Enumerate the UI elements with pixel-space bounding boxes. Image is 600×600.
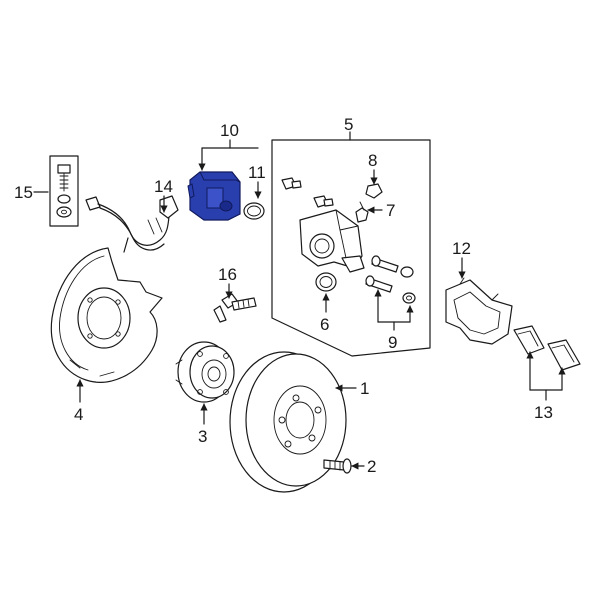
part-8-cap[interactable] <box>365 183 383 199</box>
callout-8[interactable]: 8 <box>368 151 377 170</box>
part-1-brake-rotor[interactable] <box>229 351 347 493</box>
part-10-caliper-motor[interactable] <box>187 171 241 221</box>
callout-12[interactable]: 12 <box>452 239 471 258</box>
callout-2[interactable]: 2 <box>367 457 376 476</box>
callout-14[interactable]: 14 <box>154 177 173 196</box>
caliper-body[interactable] <box>299 209 365 273</box>
callout-4[interactable]: 4 <box>74 405 83 424</box>
part-15-hardware-kit[interactable] <box>49 155 79 227</box>
part-9-guide-pins[interactable] <box>365 255 416 304</box>
part-11-o-ring[interactable] <box>243 202 265 220</box>
callout-labels: 1 2 3 4 5 6 7 8 9 10 11 12 13 14 15 16 <box>14 115 553 476</box>
callout-1[interactable]: 1 <box>360 379 369 398</box>
callout-5[interactable]: 5 <box>344 115 353 134</box>
callout-9[interactable]: 9 <box>388 333 397 352</box>
part-6-piston-seal[interactable] <box>315 272 337 292</box>
callout-15[interactable]: 15 <box>14 183 33 202</box>
caliper-group-box <box>271 131 431 357</box>
caliper-bolts[interactable] <box>281 177 334 208</box>
part-16-bolt[interactable] <box>213 293 257 323</box>
part-7-bleeder[interactable] <box>355 201 369 223</box>
callout-6[interactable]: 6 <box>320 315 329 334</box>
part-2-rotor-screw[interactable] <box>323 458 352 474</box>
callout-13[interactable]: 13 <box>534 403 553 422</box>
callout-3[interactable]: 3 <box>198 427 207 446</box>
part-13-brake-pads[interactable] <box>513 325 581 371</box>
callout-10[interactable]: 10 <box>220 121 239 140</box>
callout-16[interactable]: 16 <box>218 265 237 284</box>
callout-7[interactable]: 7 <box>386 201 395 220</box>
callout-11[interactable]: 11 <box>248 163 266 182</box>
part-12-caliper-bracket[interactable] <box>445 277 513 345</box>
part-4-dust-shield[interactable] <box>50 247 163 383</box>
leader-lines <box>33 139 566 470</box>
part-3-wheel-hub[interactable] <box>175 341 235 403</box>
